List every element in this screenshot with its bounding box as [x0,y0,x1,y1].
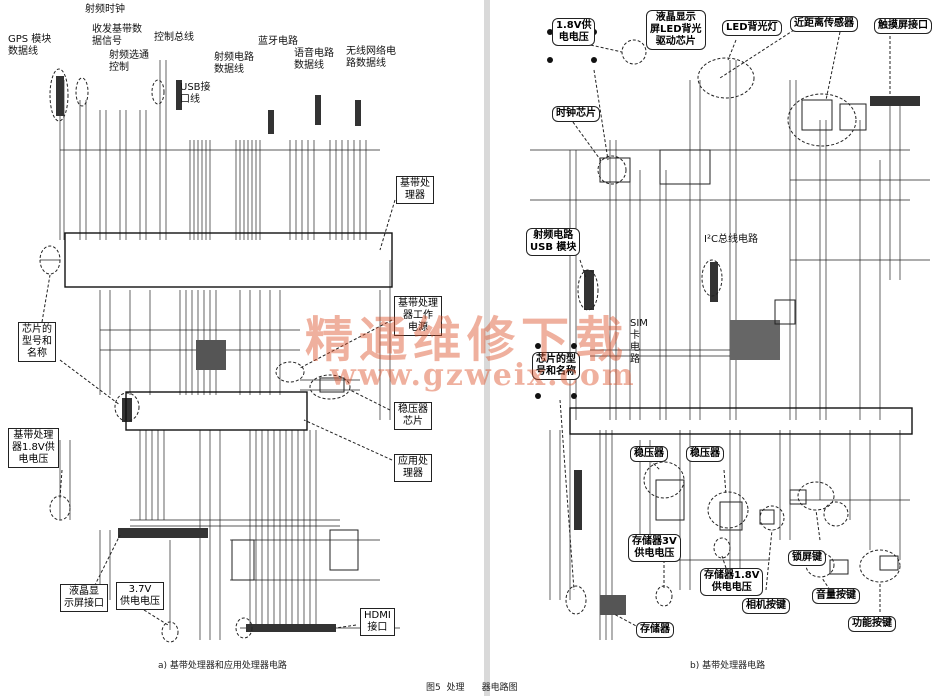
audio-label: 语音电路 数据线 [294,48,334,71]
left-schematic [39,60,400,643]
hdmi-label: HDMI 接口 [360,608,395,636]
ctrl-bus-label: 控制总线 [154,32,194,43]
function-key-label: 功能按键 [848,616,896,632]
rxtx-label: 收发基带数 据信号 [92,24,142,47]
right-callouts [565,39,901,615]
right-page: 1.8V供 电电压 液晶显示 屏LED背光 驱动芯片 LED背光灯 近距离传感器… [490,0,946,696]
rf-data-label: 射频电路 数据线 [214,52,254,75]
right-components [574,96,920,615]
clock-chip-label: 时钟芯片 [552,106,600,122]
baseband-processor-block [64,232,393,288]
sim-label: SIM 卡 电 路 [630,318,648,365]
wlan-label: 无线网络电 路数据线 [346,46,396,69]
lcd-port-label: 液晶显 示屏接口 [60,584,108,612]
bb-power-label: 基带处理 器工作 电源 [394,296,442,336]
i2c-label: I²C总线电路 [704,234,758,245]
mem-3v-label: 存储器3V 供电电压 [628,534,681,562]
mem-18v-label: 存储器1.8V 供电电压 [700,568,764,596]
left-page: GPS 模块 数据线 射频时钟 收发基带数 据信号 射频选通 控制 控制总线 U… [8,4,442,671]
chip-name-label: 芯片的型 号和名称 [532,352,580,380]
rf-usb-label: 射频电路 USB 模块 [526,228,581,256]
v37-label: 3.7V 供电电压 [116,582,164,610]
left-callouts [39,68,351,643]
volume-key-label: 音量按键 [812,588,860,604]
left-components [56,76,361,632]
v18-label: 1.8V供 电电压 [552,18,596,46]
bb-18v-label: 基带处理 器1.8V供 电电压 [8,428,59,468]
right-arrows [559,29,891,629]
page-gutter [484,0,490,696]
left-bus-lines [40,60,400,640]
prox-sensor-label: 近距离传感器 [790,16,858,32]
memory-label: 存储器 [636,622,674,638]
right-marker-dots [535,29,597,399]
led-backlight-label: LED背光灯 [722,20,782,36]
lock-key-label: 锁屏键 [788,550,826,566]
rf-clock-label: 射频时钟 [85,4,125,15]
left-arrows [41,199,396,629]
baseband-processor-block-right [569,407,913,435]
regulator-2-label: 稳压器 [686,446,724,462]
chip-model-label: 芯片的 型号和 名称 [18,322,56,362]
gps-label: GPS 模块 数据线 [8,34,52,57]
touch-port-label: 触摸屏接口 [874,18,932,34]
app-proc-label: 应用处 理器 [394,454,432,482]
bb-proc-label: 基带处 理器 [396,176,434,204]
regulator-chip-label: 稳压器 芯片 [394,402,432,430]
rf-select-label: 射频选通 控制 [109,50,149,73]
app-processor-block [125,391,308,431]
lcd-led-driver-label: 液晶显示 屏LED背光 驱动芯片 [646,10,706,50]
figure-caption: 图5 处理 器电路图 [426,683,518,693]
bt-label: 蓝牙电路 [258,36,298,47]
right-caption: b) 基带处理器电路 [690,661,766,671]
regulator-1-label: 稳压器 [630,446,668,462]
left-caption: a) 基带处理器和应用处理器电路 [158,661,287,671]
usb-label: USB接 口线 [180,82,211,105]
camera-key-label: 相机按键 [742,598,790,614]
